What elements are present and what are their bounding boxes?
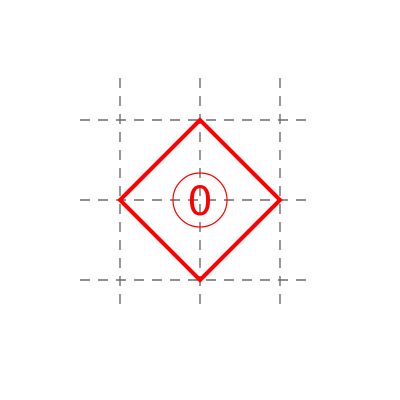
badge-label: 0 [187,179,212,225]
center-badge: 0 [172,172,228,228]
red-diamond [117,117,283,283]
badge-circle [172,172,228,228]
dashed-grid [80,78,312,312]
